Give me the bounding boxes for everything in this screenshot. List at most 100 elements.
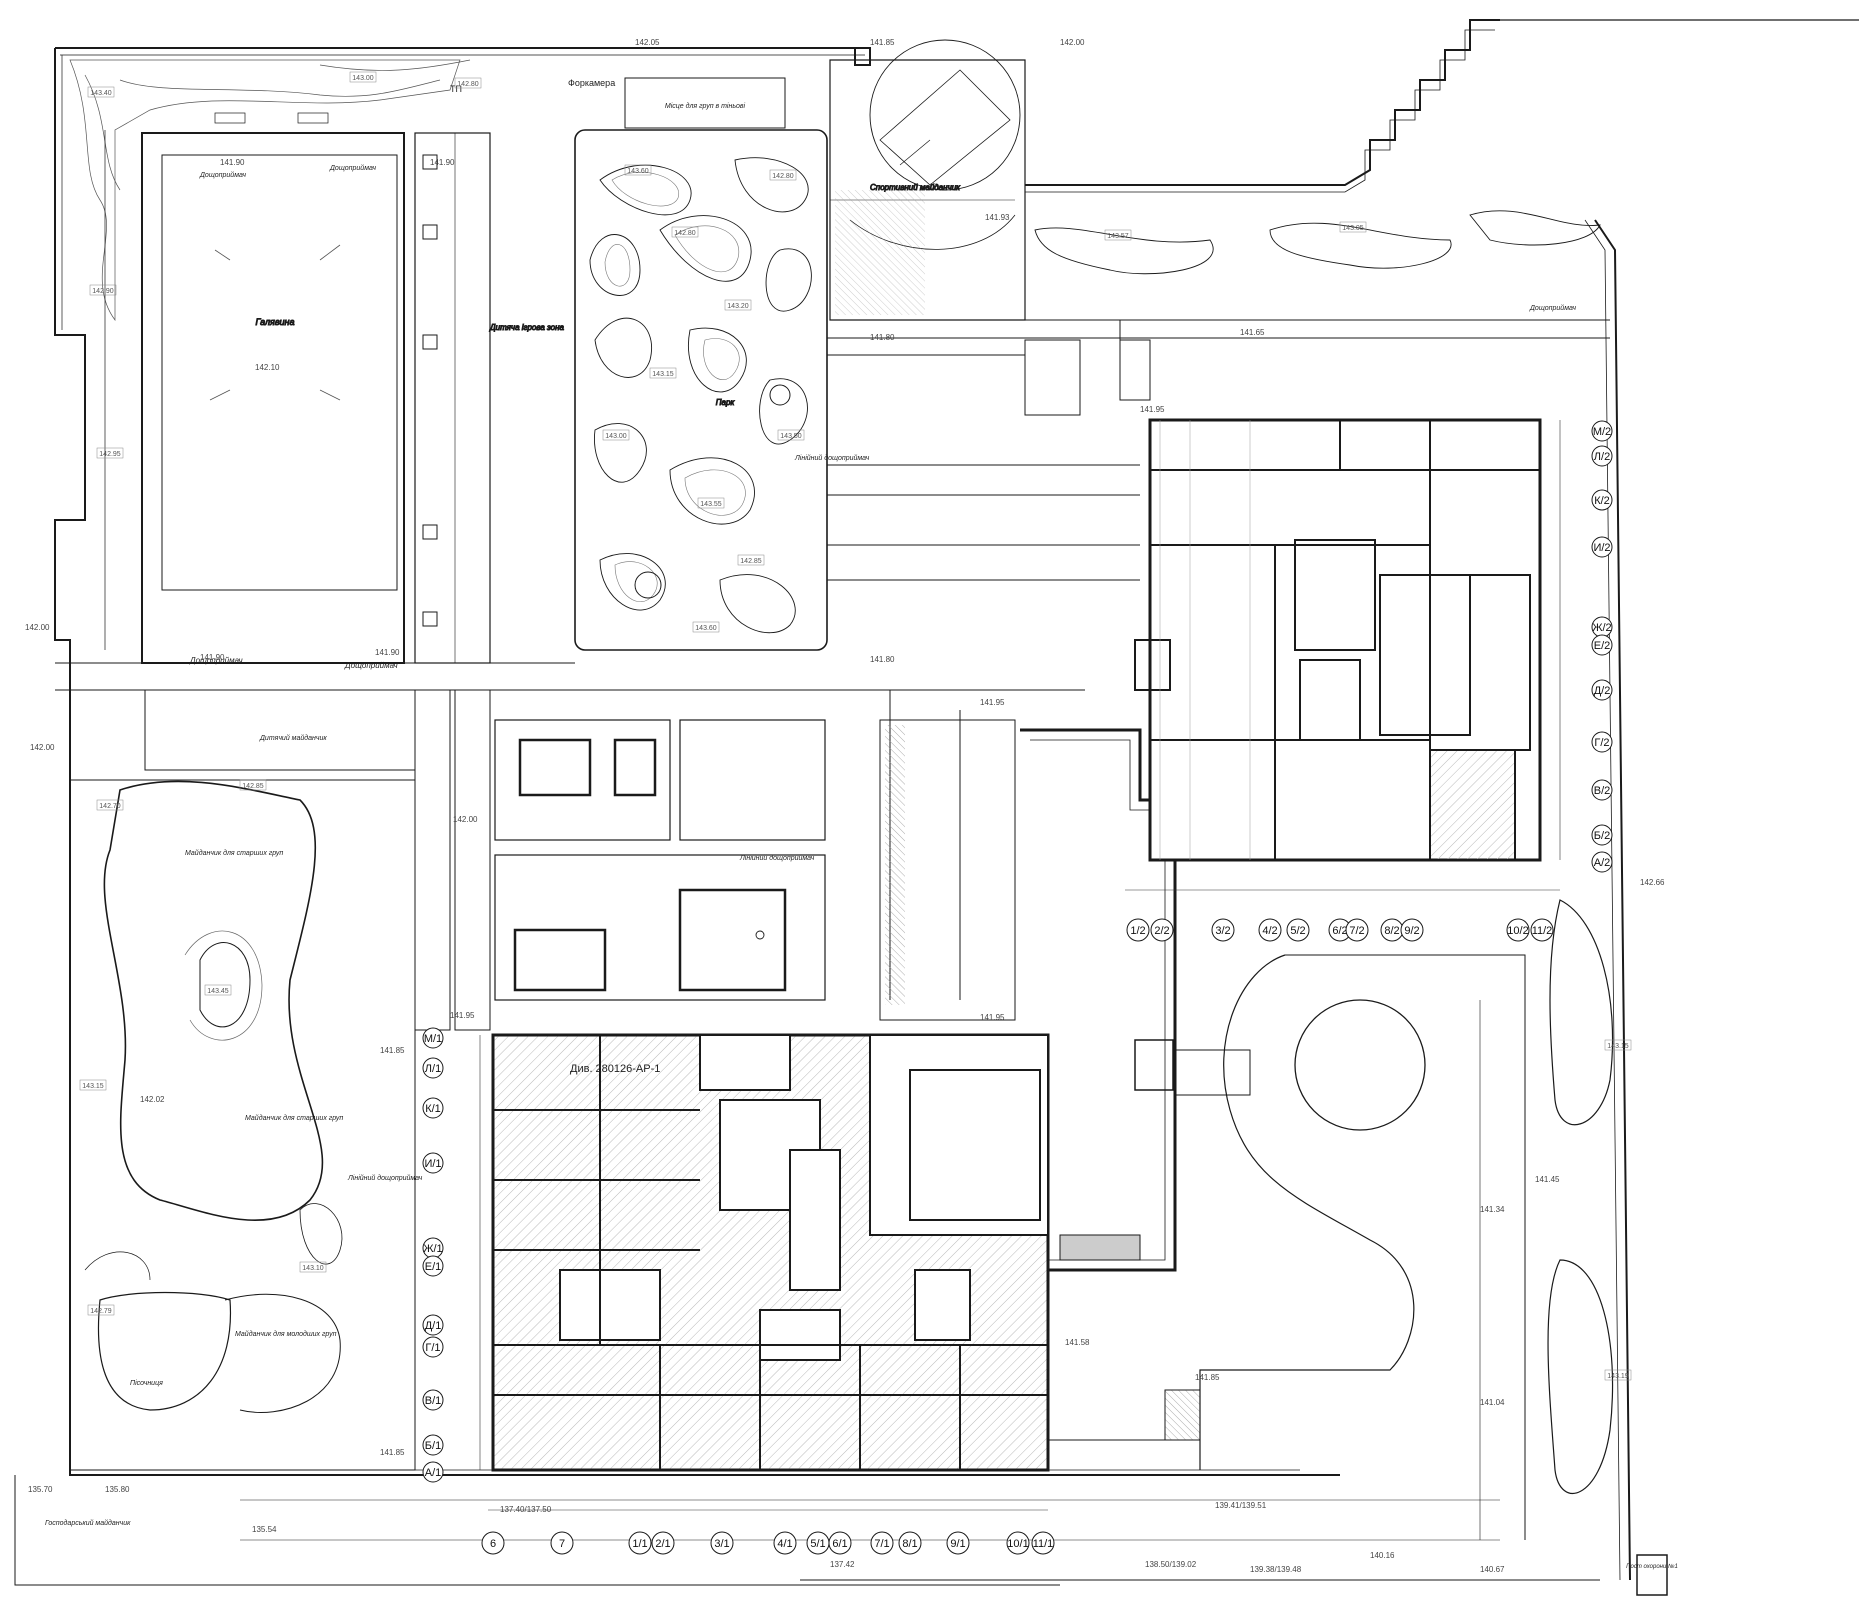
axis-bubble: 5/2 <box>1286 918 1310 942</box>
sport-ground: Спортивний майданчик <box>829 39 1026 321</box>
svg-text:135.80: 135.80 <box>105 1485 130 1494</box>
svg-text:141.95: 141.95 <box>980 698 1005 707</box>
drain-lawn-2: Дощоприймач <box>329 164 376 172</box>
svg-text:143.19: 143.19 <box>1607 1373 1629 1380</box>
central-structures <box>494 719 1016 1021</box>
axis-label: Л/1 <box>425 1063 441 1075</box>
axis-bubble: 10/1 <box>1006 1531 1030 1555</box>
axis-label: 6/2 <box>1332 925 1347 937</box>
svg-text:141.90: 141.90 <box>375 648 400 657</box>
axis-label: 8/2 <box>1384 925 1399 937</box>
top-left-green <box>69 59 471 322</box>
svg-text:143.45: 143.45 <box>207 988 229 995</box>
axis-label: 8/1 <box>902 1538 917 1550</box>
axis-label: Б/2 <box>1594 830 1610 842</box>
axis-bubble: 8/2 <box>1380 918 1404 942</box>
svg-text:143.00: 143.00 <box>352 75 374 82</box>
axis-bubble: 1/2 <box>1126 918 1150 942</box>
svg-text:142.79: 142.79 <box>90 1308 112 1315</box>
svg-text:143.55: 143.55 <box>700 501 722 508</box>
axis-label: К/2 <box>1594 495 1610 507</box>
rest-place: Місце для груп в тіньові <box>624 77 786 129</box>
axis-bubble: 9/2 <box>1400 918 1424 942</box>
axis-bubble: Ж/1 <box>422 1237 444 1259</box>
post-box: Пост охорони №1 <box>1626 1554 1678 1596</box>
axis-bubble: 8/1 <box>898 1531 922 1555</box>
svg-text:141.90: 141.90 <box>200 653 225 662</box>
younger-ground: Майданчик для молодших груп <box>235 1330 337 1338</box>
park: Парк <box>574 129 828 651</box>
right-axis-bubbles: М/2Л/2К/2И/2Ж/2Е/2Д/2Г/2В/2Б/2А/2 <box>1591 420 1613 873</box>
svg-text:143.10: 143.10 <box>302 1265 324 1272</box>
axis-bubble: А/2 <box>1591 851 1613 873</box>
axis-label: 3/1 <box>714 1538 729 1550</box>
svg-text:141.95: 141.95 <box>450 1011 475 1020</box>
drain-lawn-1: Дощоприймач <box>199 171 246 179</box>
household-label: Господарський майданчик <box>45 1519 131 1527</box>
axis-label: Г/1 <box>425 1342 440 1354</box>
axis-bubble: 2/1 <box>651 1531 675 1555</box>
axis-label: 5/1 <box>810 1538 825 1550</box>
svg-text:142.10: 142.10 <box>255 363 280 372</box>
older-ground-top: Майданчик для старших груп <box>185 849 283 857</box>
svg-text:143.15: 143.15 <box>82 1083 104 1090</box>
axis-bubble: М/1 <box>422 1027 444 1049</box>
axis-label: Л/2 <box>1594 451 1610 463</box>
svg-text:141.85: 141.85 <box>380 1448 405 1457</box>
svg-text:135.54: 135.54 <box>252 1525 277 1534</box>
axis-label: В/2 <box>1594 785 1611 797</box>
axis-bubble: А/1 <box>422 1461 444 1483</box>
left-playgrounds <box>69 779 416 1471</box>
svg-text:141.93: 141.93 <box>985 213 1010 222</box>
axis-bubble: Г/1 <box>422 1336 444 1358</box>
axis-label: 6/1 <box>832 1538 847 1550</box>
svg-text:141.65: 141.65 <box>1240 328 1265 337</box>
axis-label: 11/1 <box>1033 1538 1054 1550</box>
svg-text:143.00: 143.00 <box>605 433 627 440</box>
svg-text:141.85: 141.85 <box>870 38 895 47</box>
axis-label: А/1 <box>425 1467 442 1479</box>
svg-text:143.60: 143.60 <box>627 168 649 175</box>
svg-text:143.15: 143.15 <box>1607 1043 1629 1050</box>
axis-bubble: И/1 <box>422 1152 444 1174</box>
axis-label: Ж/1 <box>423 1243 442 1255</box>
axis-label: 9/2 <box>1404 925 1419 937</box>
axis-label: 10/2 <box>1507 925 1528 937</box>
svg-text:142.70: 142.70 <box>99 803 121 810</box>
linear-drain-3: Лінійний дощоприймач <box>347 1174 423 1182</box>
axis-label: 10/1 <box>1007 1538 1028 1550</box>
svg-text:Парк: Парк <box>716 398 736 407</box>
older-ground-mid: Майданчик для старших груп <box>245 1114 343 1122</box>
axis-bubble: Ж/2 <box>1591 616 1613 638</box>
axis-bubble: Е/2 <box>1591 634 1613 656</box>
axis-bubble: Е/1 <box>422 1255 444 1277</box>
svg-text:141.58: 141.58 <box>1065 1338 1090 1347</box>
axis-label: М/1 <box>424 1033 442 1045</box>
right-courtyard <box>1034 210 1614 1540</box>
axis-bubble: Г/2 <box>1591 731 1613 753</box>
axis-label: К/1 <box>425 1103 441 1115</box>
drain-lawn-4: Дощоприймач <box>344 661 398 670</box>
axis-label: 7/2 <box>1349 925 1364 937</box>
axis-label: 1/2 <box>1130 925 1145 937</box>
svg-text:141.95: 141.95 <box>1140 405 1165 414</box>
axis-label: 5/2 <box>1290 925 1305 937</box>
svg-text:142.80: 142.80 <box>457 81 479 88</box>
sandbox-label: Пісочниця <box>130 1379 163 1387</box>
axis-bubble: 1/1 <box>628 1531 652 1555</box>
axis-label: 6 <box>490 1538 496 1550</box>
paved-strips <box>55 319 1610 1031</box>
svg-text:142.85: 142.85 <box>740 558 762 565</box>
svg-text:140.16: 140.16 <box>1370 1551 1395 1560</box>
axis-bubble: И/2 <box>1591 536 1613 558</box>
svg-text:142.90: 142.90 <box>92 288 114 295</box>
axis-bubble: М/2 <box>1591 420 1613 442</box>
axis-label: 2/2 <box>1154 925 1169 937</box>
axis-bubble: Л/2 <box>1591 445 1613 467</box>
drain-lawn-3: Дощоприймач <box>189 656 243 665</box>
axis-bubble: 10/2 <box>1506 918 1530 942</box>
axis-bubble: 7 <box>550 1531 574 1555</box>
